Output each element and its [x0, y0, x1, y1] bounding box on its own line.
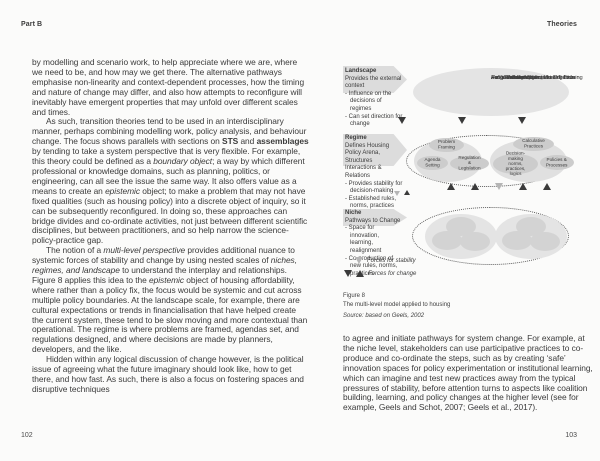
landscape-bullet: - Can set direction for change: [345, 113, 403, 128]
niche-subtitle: Pathways to Change: [345, 217, 401, 224]
landscape-subtitle: Provides the external context: [345, 75, 402, 90]
landscape-bullet: - Influence on the decisions of regimes: [345, 90, 392, 112]
regime-label: Regime Defines Housing Policy Arena, Str…: [345, 135, 403, 211]
regime-bullet: - Established rules, norms, practices: [345, 195, 397, 210]
legend-forces-stability: Forces for stability: [355, 257, 416, 264]
left-body-text: by modelling and scenario work, to help …: [32, 57, 309, 394]
regime-title: Regime: [345, 135, 367, 141]
niche-petal: [432, 231, 462, 250]
running-head-part: Part B: [21, 21, 43, 28]
figure-caption: Figure 8 The multi-level model applied t…: [343, 292, 513, 320]
down-triangle-grey-icon: [394, 191, 400, 196]
up-triangle-icon: [404, 190, 410, 195]
down-triangle-grey-icon: [355, 257, 363, 264]
regime-bullet: - Provides stability for decision-making: [345, 180, 403, 195]
niche-title: Niche: [345, 210, 362, 216]
landscape-arrow-shape: [343, 66, 407, 93]
regime-subtitle: Defines Housing Policy Arena, Structures…: [345, 142, 390, 179]
niche-petal: [530, 232, 560, 251]
niche-cluster: [495, 214, 567, 259]
node-regulation-legislation: Regulation & Legislation: [450, 155, 489, 171]
right-body-text: to agree and initiate pathways for syste…: [343, 333, 593, 413]
right-page-number: 103: [565, 432, 577, 439]
down-triangle-icon: [458, 117, 466, 124]
node-calculative-practices: Calculative Practices: [513, 137, 554, 151]
niche-cluster: [425, 214, 497, 259]
figure-caption-label: Figure 8: [343, 293, 366, 299]
up-triangle-icon: [471, 183, 479, 190]
landscape-ellipse: Social values – e.g. Cultural expectatio…: [413, 68, 583, 116]
figure-caption-source: Source: based on Geels, 2002: [343, 312, 425, 319]
down-triangle-icon: [518, 117, 526, 124]
niche-dashed-ellipse: [412, 207, 569, 265]
up-triangle-icon: [356, 270, 364, 277]
figure-multi-level-model: Landscape Provides the external context …: [343, 64, 599, 294]
niche-arrow-shape: [343, 209, 407, 226]
legend-forces-change: Forces for change: [344, 270, 416, 277]
up-triangle-icon: [447, 183, 455, 190]
up-triangle-icon: [543, 183, 551, 190]
down-triangle-grey-icon: [495, 183, 503, 190]
regime-arrow-shape: [343, 134, 407, 166]
node-decision-making: Decision-making norms, practices, logics: [493, 151, 538, 176]
down-triangle-icon: [344, 270, 352, 277]
figure-caption-title: The multi-level model applied to housing: [343, 301, 451, 308]
node-policies-processes: Policies & Processes: [540, 155, 574, 170]
down-triangle-icon: [398, 117, 406, 124]
up-triangle-icon: [519, 183, 527, 190]
running-head-theories: Theories: [547, 21, 577, 28]
node-agenda-setting: Agenda Setting: [417, 156, 448, 170]
node-problem-framing: Problem Framing: [429, 138, 464, 152]
niche-label: Niche Pathways to Change - Space for inn…: [345, 210, 403, 278]
niche-bullet: - Space for innovation, learning, realig…: [345, 225, 382, 254]
niche-petal: [460, 232, 490, 251]
landscape-title: Landscape: [345, 68, 377, 74]
niche-petal: [502, 231, 532, 250]
landscape-label: Landscape Provides the external context …: [345, 68, 403, 129]
left-page-number: 102: [21, 432, 33, 439]
